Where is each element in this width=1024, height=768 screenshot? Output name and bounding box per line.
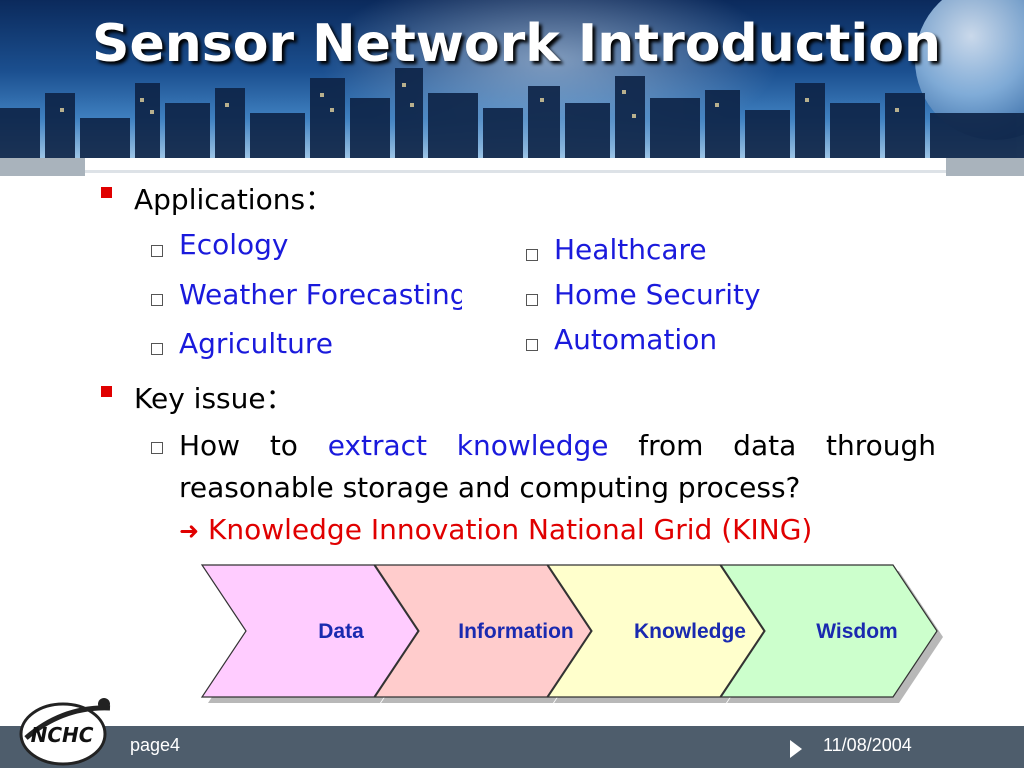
chevron-knowledge: Knowledge (546, 564, 770, 703)
application-item-automation: Automation (554, 323, 718, 356)
bullet-square-icon (101, 187, 112, 198)
sub-bullet-icon (151, 442, 163, 454)
divider-band-left (0, 158, 85, 176)
application-item-weather-forecasting: Weather Forecasting (179, 278, 462, 311)
arrow-right-icon: ➜ (179, 517, 200, 545)
sub-bullet-icon (151, 294, 163, 306)
key-issue-heading: Key issue： (134, 382, 294, 415)
logo-text: NCHC (31, 723, 94, 747)
slide-title: Sensor Network Introduction (92, 14, 941, 74)
chevron-label-data: Data (318, 620, 364, 643)
key-issue-keyword: extract knowledge (327, 429, 609, 462)
header-banner: Sensor Network Introduction (0, 0, 1024, 158)
chevron-label-knowledge: Knowledge (634, 620, 746, 643)
chevron-data: Data (200, 564, 424, 703)
sub-bullet-icon (151, 343, 163, 355)
footer-bar (0, 726, 1024, 768)
chevron-wisdom: Wisdom (719, 564, 943, 703)
slide-date: 11/08/2004 (823, 735, 912, 755)
divider-line (85, 170, 946, 173)
sub-bullet-icon (151, 245, 163, 257)
sub-bullet-icon (526, 339, 538, 351)
application-item-agriculture: Agriculture (179, 327, 333, 360)
divider-band-right (946, 158, 1024, 176)
king-conclusion: ➜ Knowledge Innovation National Grid (KI… (179, 513, 812, 546)
applications-heading: Applications： (134, 183, 334, 216)
dikw-pipeline: Data Information Knowledge Wisdom (200, 564, 943, 703)
key-issue-question: How to extract knowledge from data throu… (179, 425, 936, 509)
sub-bullet-icon (526, 294, 538, 306)
application-item-home-security: Home Security (554, 278, 761, 311)
chevron-label-wisdom: Wisdom (816, 620, 897, 643)
nchc-logo: NCHC (19, 698, 111, 766)
king-text: Knowledge Innovation National Grid (KING… (208, 513, 813, 546)
application-item-healthcare: Healthcare (554, 233, 707, 266)
key-issue-text-after: from data through reasonable storage and… (179, 429, 937, 504)
chevron-label-information: Information (458, 620, 574, 643)
city-skyline-image (0, 68, 1024, 158)
key-issue-text-before: How to (179, 429, 328, 462)
page-number: page4 (130, 735, 181, 755)
bullet-square-icon (101, 386, 112, 397)
chevron-information: Information (373, 564, 597, 703)
next-slide-icon[interactable] (788, 738, 804, 760)
application-item-ecology: Ecology (179, 228, 289, 261)
sub-bullet-icon (526, 249, 538, 261)
